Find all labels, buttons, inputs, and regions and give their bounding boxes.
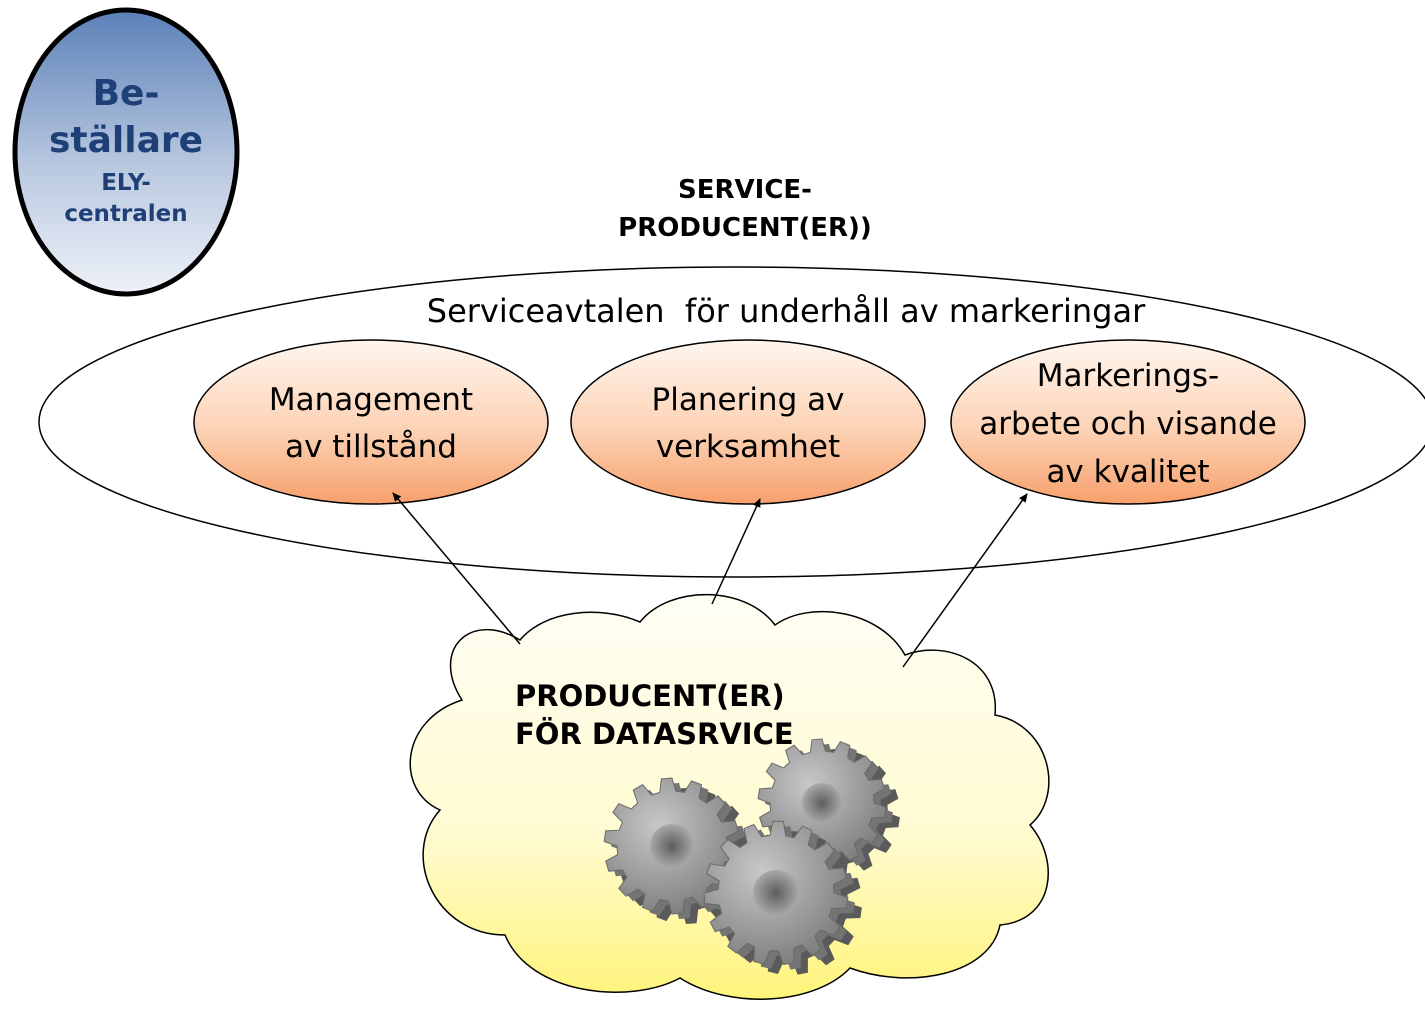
gears-icon <box>603 738 900 975</box>
service-markering-line2: arbete och visande <box>979 406 1277 442</box>
service-node-planering: Planering av verksamhet <box>570 339 926 505</box>
bestallare-line3: ELY- <box>101 170 151 196</box>
service-node-management: Management av tillstånd <box>193 339 549 505</box>
service-planering-line2: verksamhet <box>656 429 840 465</box>
gear-hub <box>650 824 694 868</box>
service-producent-line1: SERVICE- <box>678 175 812 205</box>
data-producent-line1: PRODUCENT(ER) <box>515 679 785 713</box>
gear-hub <box>753 870 799 916</box>
service-management-line1: Management <box>269 382 473 418</box>
connector-arrows <box>392 492 1028 668</box>
service-markering-line3: av kvalitet <box>1046 454 1209 490</box>
bestallare-line2: ställare <box>49 120 203 161</box>
service-markering-line1: Markerings- <box>1037 358 1219 394</box>
service-producent-heading: SERVICE- PRODUCENT(ER)) <box>618 175 872 243</box>
service-producent-line2: PRODUCENT(ER)) <box>618 213 872 243</box>
arrow-to-planering <box>711 498 761 605</box>
data-producent-line2: FÖR DATASRVICE <box>515 717 794 751</box>
arrow-to-markering <box>902 493 1028 668</box>
arrow-to-management <box>392 492 521 645</box>
bestallare-node: Be- ställare ELY- centralen <box>12 7 240 297</box>
service-node-markering: Markerings- arbete och visande av kvalit… <box>950 339 1306 505</box>
bestallare-line1: Be- <box>93 73 160 114</box>
bestallare-line4: centralen <box>64 201 187 227</box>
service-planering-line1: Planering av <box>652 382 845 418</box>
gear-hub <box>802 783 842 823</box>
data-producent-cloud: PRODUCENT(ER) FÖR DATASRVICE <box>409 593 1050 1000</box>
serviceavtal-label: Serviceavtalen för underhåll av markerin… <box>427 292 1146 330</box>
service-management-line2: av tillstånd <box>285 429 457 465</box>
